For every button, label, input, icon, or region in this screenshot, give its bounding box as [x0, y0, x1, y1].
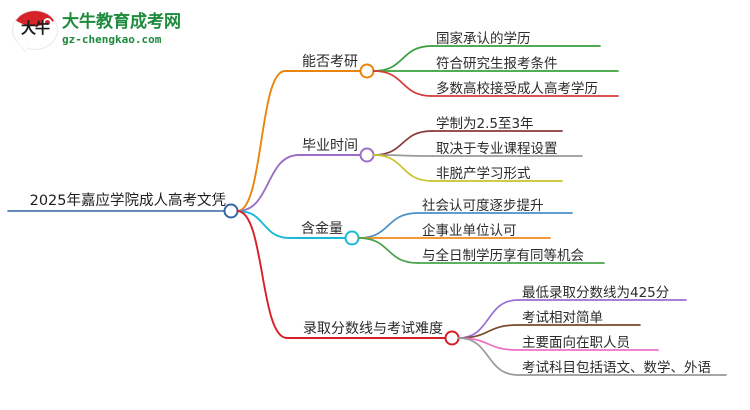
branch-label-2[interactable]: 毕业时间 [302, 138, 358, 154]
branch-label-4[interactable]: 录取分数线与考试难度 [303, 321, 443, 337]
connector-line [372, 70, 433, 97]
site-name: 大牛教育成考网 [62, 12, 181, 32]
leaf-label-2-1[interactable]: 学制为2.5至3年 [436, 116, 534, 132]
leaf-label-1-2[interactable]: 符合研究生报考条件 [436, 56, 558, 72]
leaf-label-3-1[interactable]: 社会认可度逐步提升 [422, 198, 544, 214]
connector-line [372, 154, 433, 182]
leaf-label-4-1[interactable]: 最低录取分数线为425分 [522, 285, 670, 301]
connector-line [457, 299, 519, 339]
leaf-label-2-3[interactable]: 非脱产学习形式 [436, 166, 531, 182]
logo-bubble-icon: 大牛 [12, 10, 58, 52]
leaf-label-3-2[interactable]: 企事业单位认可 [422, 223, 517, 239]
leaf-label-1-1[interactable]: 国家承认的学历 [436, 31, 531, 47]
connector-line [457, 337, 519, 376]
branch-node-1[interactable] [359, 63, 375, 79]
branch-label-1[interactable]: 能否考研 [302, 54, 358, 70]
connector-line [372, 130, 433, 156]
leaf-label-4-3[interactable]: 主要面向在职人员 [522, 335, 630, 351]
root-node[interactable] [223, 203, 239, 219]
connector-line [236, 210, 288, 339]
branch-node-4[interactable] [444, 330, 460, 346]
connector-line [357, 237, 419, 264]
connector-line [357, 212, 419, 239]
logo-mark-text: 大牛 [20, 19, 50, 37]
leaf-label-3-3[interactable]: 与全日制学历享有同等机会 [422, 248, 584, 264]
connector-line [372, 45, 433, 72]
connector-line [236, 154, 300, 212]
site-url: gz-chengkao.com [62, 33, 162, 46]
leaf-label-1-3[interactable]: 多数高校接受成人高考学历 [436, 81, 598, 97]
root-label[interactable]: 2025年嘉应学院成人高考文凭 [29, 193, 226, 209]
connector-line [236, 70, 286, 212]
site-logo[interactable]: 大牛 大牛教育成考网 gz-chengkao.com [12, 8, 192, 56]
connector-line [236, 210, 291, 239]
leaf-label-4-2[interactable]: 考试相对简单 [522, 310, 603, 326]
branch-node-2[interactable] [359, 147, 375, 163]
leaf-label-4-4[interactable]: 考试科目包括语文、数学、外语 [522, 360, 711, 376]
branch-label-3[interactable]: 含金量 [301, 221, 343, 237]
leaf-label-2-2[interactable]: 取决于专业课程设置 [436, 141, 558, 157]
branch-node-3[interactable] [344, 230, 360, 246]
